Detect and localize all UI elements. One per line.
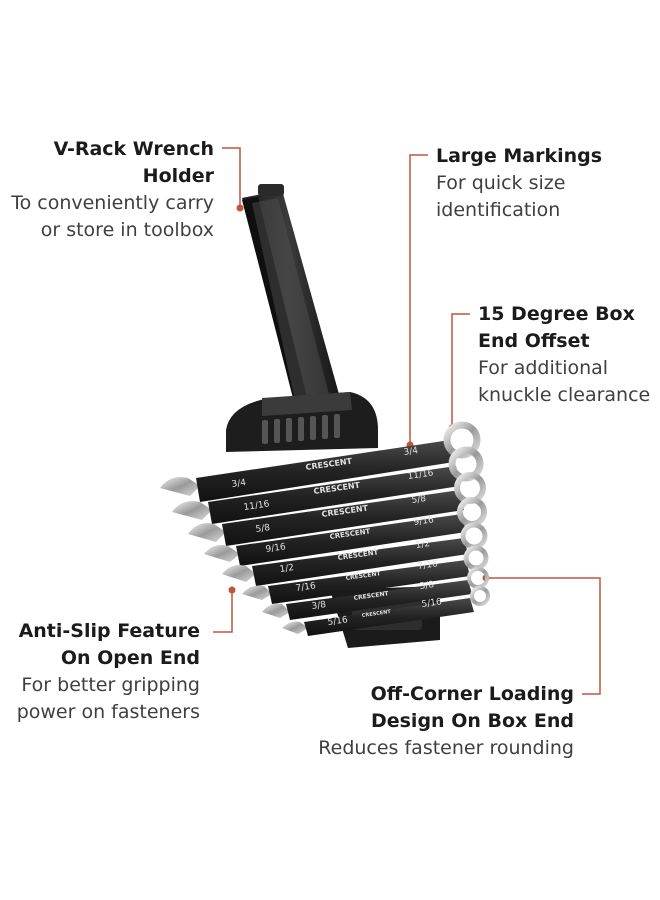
- size-label-left-5: 1/2: [279, 563, 295, 575]
- brand-logo-6: CRESCENT: [345, 570, 382, 582]
- callout-markings-desc-2: identification: [436, 199, 561, 221]
- wrench-3-4: [160, 421, 481, 502]
- leader-vrack: [222, 147, 241, 208]
- size-label-left-6: 7/16: [295, 581, 317, 594]
- size-label-right-8: 5/16: [421, 597, 443, 610]
- leader-offset: [451, 313, 470, 428]
- callout-markings-desc-1: For quick size: [436, 172, 566, 194]
- size-label-left-7: 3/8: [311, 600, 327, 612]
- callout-offcorner-title-1: Off-Corner Loading: [370, 683, 574, 705]
- wrench-1-2: [222, 522, 488, 586]
- callout-antislip: Anti-Slip Feature On Open End For better…: [0, 618, 200, 726]
- brand-logo-7: CRESCENT: [353, 590, 390, 602]
- callout-antislip-title-1: Anti-Slip Feature: [18, 620, 200, 642]
- callout-antislip-desc-2: power on fasteners: [16, 701, 200, 723]
- size-label-right-2: 11/16: [407, 468, 434, 482]
- callout-vrack: V-Rack Wrench Holder To conveniently car…: [0, 136, 214, 244]
- callout-offcorner-desc-1: Reduces fastener rounding: [318, 737, 574, 759]
- callout-markings-title-1: Large Markings: [436, 145, 603, 167]
- size-label-left-3: 5/8: [255, 523, 271, 535]
- callout-offset-title-1: 15 Degree Box: [478, 303, 635, 325]
- callout-markings: Large Markings For quick size identifica…: [436, 143, 602, 224]
- brand-logo-8: CRESCENT: [361, 609, 391, 619]
- wrench-5-16: [282, 586, 490, 636]
- callout-offset-desc-2: knuckle clearance: [478, 384, 651, 406]
- wrench-stack: [160, 421, 490, 636]
- callout-offcorner: Off-Corner Loading Design On Box End Red…: [274, 681, 574, 762]
- callout-vrack-title-1: V-Rack Wrench: [53, 138, 214, 160]
- size-label-right-4: 9/16: [413, 515, 435, 528]
- size-label-right-6: 7/16: [417, 559, 439, 572]
- size-label-right-3: 5/8: [411, 494, 427, 506]
- callout-antislip-title-2: On Open End: [60, 647, 200, 669]
- callout-offset-title-2: End Offset: [478, 330, 590, 352]
- leader-antislip: [213, 590, 233, 633]
- leader-offcorner: [488, 577, 601, 695]
- size-label-left-1: 3/4: [231, 478, 247, 490]
- callout-antislip-desc-1: For better gripping: [21, 674, 200, 696]
- leader-markings: [409, 154, 428, 445]
- callout-offset: 15 Degree Box End Offset For additional …: [478, 301, 650, 409]
- callout-vrack-title-2: Holder: [142, 165, 214, 187]
- callout-offset-desc-1: For additional: [478, 357, 609, 379]
- size-label-left-4: 9/16: [265, 542, 287, 555]
- size-label-left-8: 5/16: [327, 615, 349, 628]
- size-label-right-7: 3/8: [419, 580, 435, 592]
- callout-offcorner-title-2: Design On Box End: [370, 710, 574, 732]
- size-label-left-2: 11/16: [243, 499, 270, 513]
- callout-vrack-desc-2: or store in toolbox: [40, 219, 214, 241]
- size-label-right-1: 3/4: [403, 446, 419, 458]
- size-label-right-5: 1/2: [415, 539, 431, 551]
- wrench-5-8: [188, 472, 486, 546]
- callout-vrack-desc-1: To conveniently carry: [11, 192, 214, 214]
